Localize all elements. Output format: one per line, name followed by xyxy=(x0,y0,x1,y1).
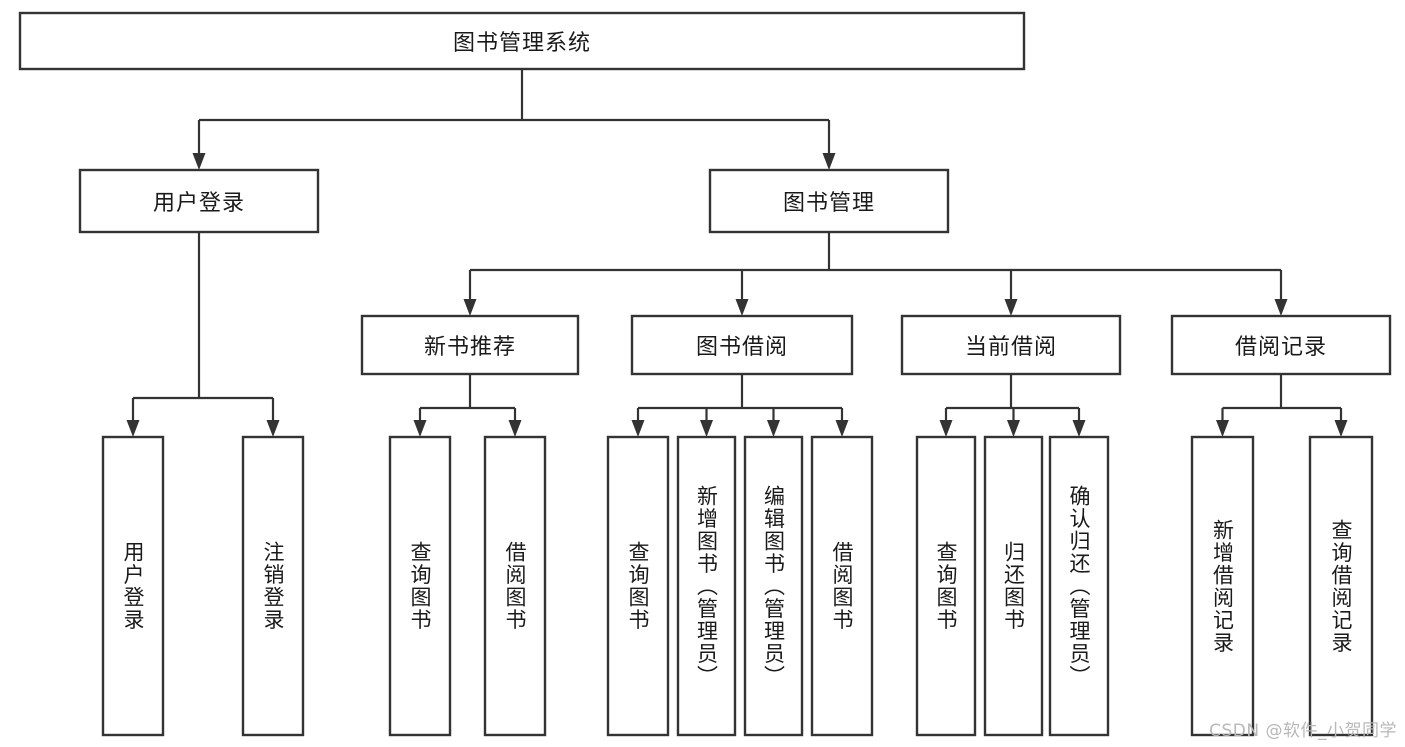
arrow-head-icon xyxy=(631,420,645,437)
node-box-leaf-user-login[interactable] xyxy=(101,435,165,737)
node-box-bb-add[interactable] xyxy=(676,435,737,737)
arrow-head-icon xyxy=(939,420,953,437)
node-box-root[interactable] xyxy=(18,11,1026,71)
arrow-head-icon xyxy=(266,420,280,437)
node-box-nb-borrow[interactable] xyxy=(483,435,547,737)
node-box-bb-query[interactable] xyxy=(606,435,670,737)
arrow-head-icon xyxy=(1216,420,1229,437)
arrow-head-icon xyxy=(735,299,749,316)
arrow-head-icon xyxy=(1334,420,1348,437)
arrow-head-icon xyxy=(413,420,427,437)
node-box-book-borrow[interactable] xyxy=(630,314,854,376)
arrow-head-icon xyxy=(835,420,849,437)
arrow-head-icon xyxy=(1004,299,1018,316)
node-box-user-login[interactable] xyxy=(78,168,320,234)
node-box-new-book-rec[interactable] xyxy=(360,314,580,376)
watermark-label: CSDN @软件_小贺同学 xyxy=(1209,721,1397,741)
arrow-head-icon xyxy=(126,420,140,437)
arrow-head-icon xyxy=(1274,299,1288,316)
arrow-head-icon xyxy=(1007,420,1020,437)
node-box-cb-query[interactable] xyxy=(915,435,977,737)
node-box-cb-return[interactable] xyxy=(983,435,1044,737)
node-box-nb-query[interactable] xyxy=(388,435,452,737)
node-box-bb-borrow[interactable] xyxy=(810,435,874,737)
node-layer xyxy=(18,11,1392,737)
arrow-head-icon xyxy=(463,299,477,316)
node-box-br-add[interactable] xyxy=(1190,435,1255,737)
arrow-head-icon xyxy=(700,420,713,437)
node-box-cb-confirm[interactable] xyxy=(1048,435,1110,737)
arrow-head-icon xyxy=(767,420,780,437)
connector-layer xyxy=(126,69,1348,437)
node-box-current-borrow[interactable] xyxy=(900,314,1122,376)
node-box-bb-edit[interactable] xyxy=(743,435,804,737)
arrow-head-icon xyxy=(822,153,836,170)
arrow-head-icon xyxy=(192,153,206,170)
arrow-head-icon xyxy=(508,420,522,437)
node-box-book-manage[interactable] xyxy=(708,168,950,234)
node-box-br-query[interactable] xyxy=(1308,435,1374,737)
node-box-borrow-record[interactable] xyxy=(1170,314,1392,376)
arrow-head-icon xyxy=(1072,420,1086,437)
node-box-leaf-user-logout[interactable] xyxy=(241,435,305,737)
